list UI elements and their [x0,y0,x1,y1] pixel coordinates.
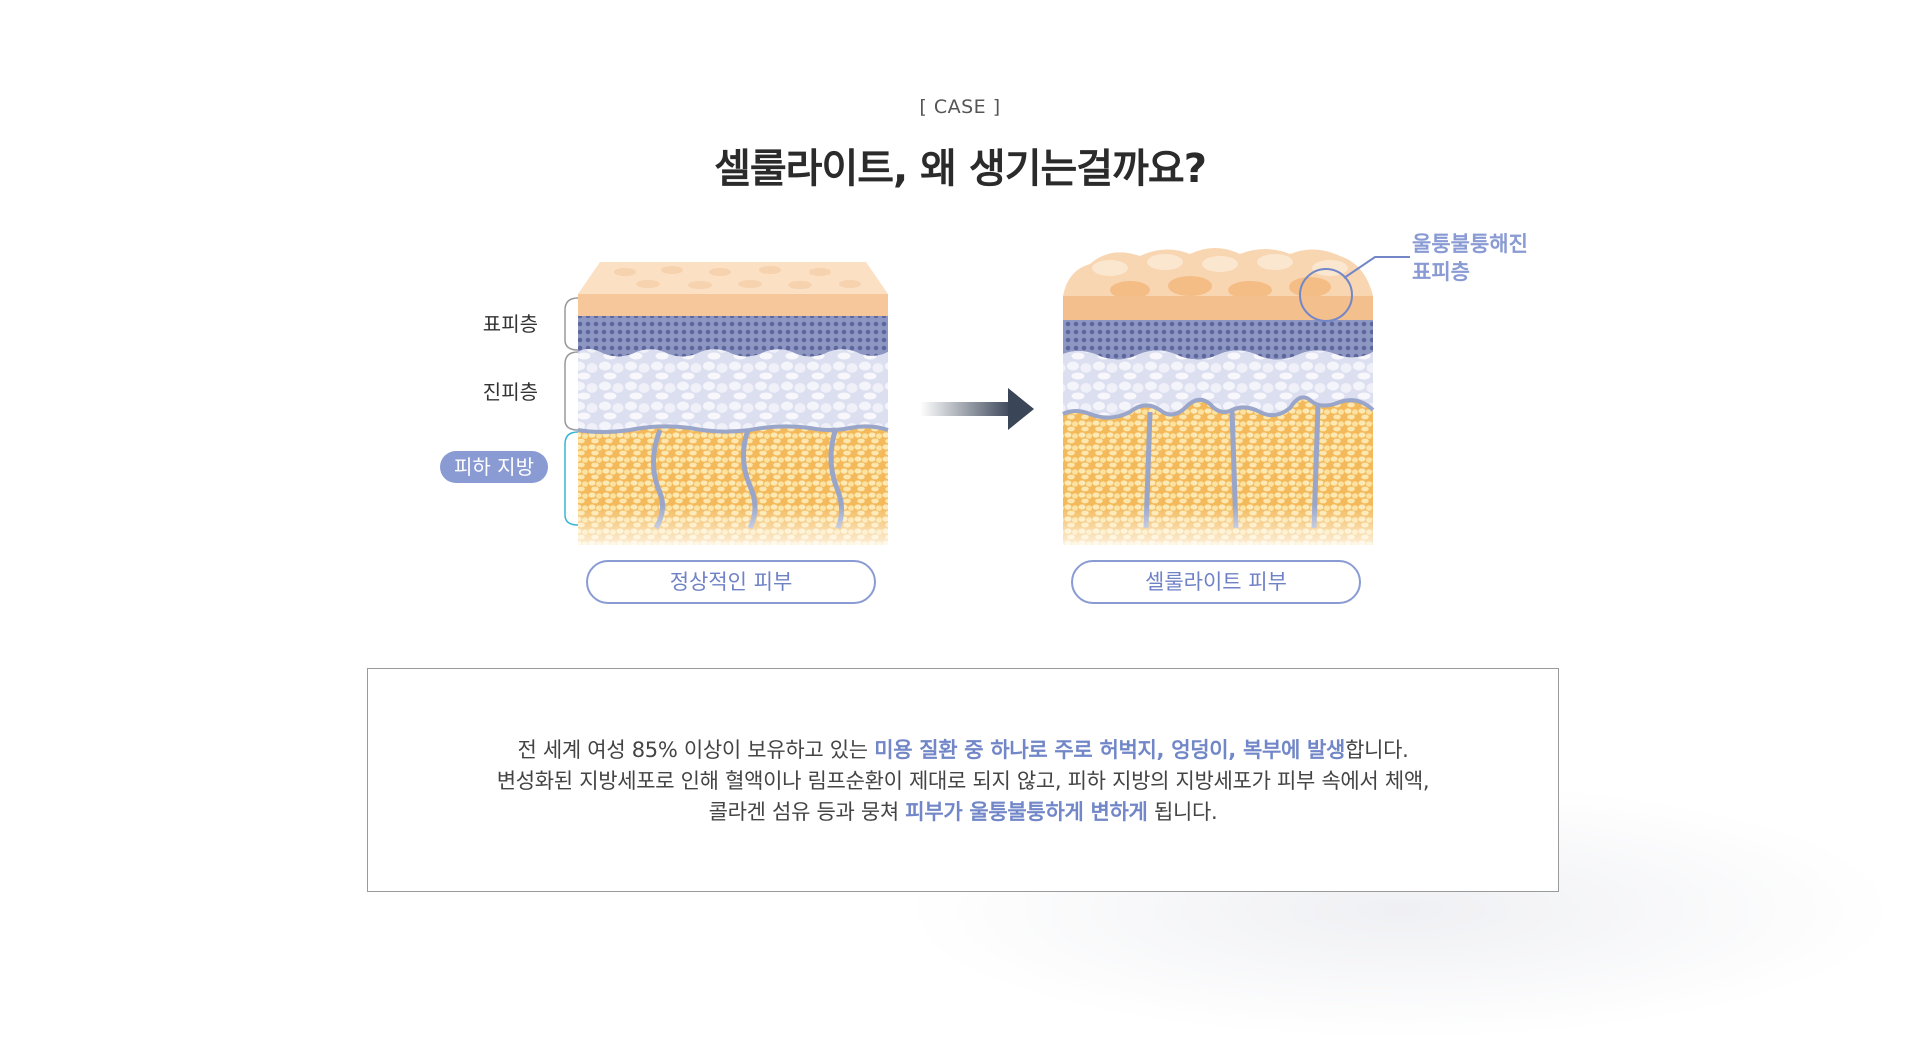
description-line-3-c: 됩니다. [1147,800,1218,824]
description-box: 전 세계 여성 85% 이상이 보유하고 있는 미용 질환 중 하나로 주로 허… [367,668,1559,892]
description-highlight-2: 피부가 울퉁불퉁하게 변하게 [905,800,1148,824]
callout-label: 울퉁불퉁해진 표피층 [1412,230,1582,286]
thickened-epidermis [1063,296,1373,320]
description-line-3-a: 콜라겐 섬유 등과 뭉쳐 [708,800,906,824]
cellulite-skin-block [1061,248,1375,557]
description-highlight-1: 미용 질환 중 하나로 주로 허벅지, 엉덩이, 복부에 발생 [874,738,1346,762]
basal-layer-cellulite [1063,320,1373,360]
description-line-1: 전 세계 여성 85% 이상이 보유하고 있는 미용 질환 중 하나로 주로 허… [368,735,1558,766]
epidermis-layer [578,294,888,316]
label-subcutaneous-fat: 피하 지방 [440,451,548,483]
description-line-3: 콜라겐 섬유 등과 뭉쳐 피부가 울퉁불퉁하게 변하게 됩니다. [368,797,1558,828]
epidermis-top-face [578,262,888,294]
case-label: [ CASE ] [919,96,1001,118]
description-line-1-a: 전 세계 여성 85% 이상이 보유하고 있는 [517,738,875,762]
page-title: 셀룰라이트, 왜 생기는걸까요? [714,146,1207,192]
basal-layer [578,316,888,357]
normal-skin-block [577,262,890,557]
dermis-layer [578,349,888,432]
callout-line-1: 울퉁불퉁해진 [1412,232,1528,256]
layer-brackets [564,297,579,526]
skin-illustration [564,248,1410,557]
description-text: 전 세계 여성 85% 이상이 보유하고 있는 미용 질환 중 하나로 주로 허… [368,735,1558,828]
label-dermis: 진피층 [482,380,538,404]
callout-circle-icon [1299,256,1410,322]
arrow-right-icon [920,388,1034,430]
normal-skin-label: 정상적인 피부 [586,560,876,604]
cellulite-skin-label: 셀룰라이트 피부 [1071,560,1361,604]
label-epidermis: 표피층 [482,312,538,336]
description-line-1-c: 합니다. [1345,738,1409,762]
description-line-2: 변성화된 지방세포로 인해 혈액이나 림프순환이 제대로 되지 않고, 피하 지… [496,769,1430,793]
callout-line-2: 표피층 [1412,260,1470,284]
